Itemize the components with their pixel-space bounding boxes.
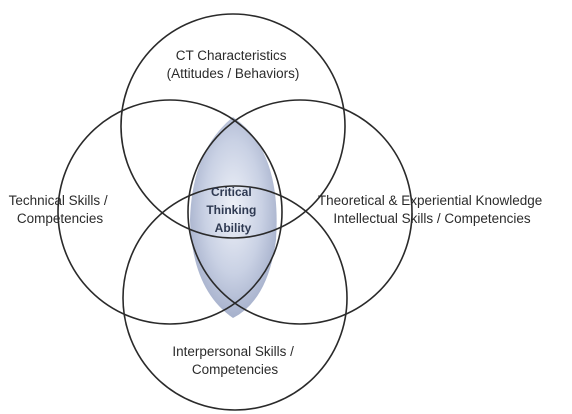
- center-intersection-shading: [190, 117, 277, 318]
- center-label-line-1: Critical: [211, 185, 252, 199]
- circle-bottom: [122, 185, 348, 411]
- center-label-line-2: Thinking: [206, 203, 256, 217]
- bottom-circle-label-line-2: Competencies: [192, 362, 279, 377]
- bottom-circle-label: Interpersonal Skills / Competencies: [172, 344, 297, 377]
- left-circle-label: Technical Skills / Competencies: [9, 193, 112, 226]
- right-circle-label-line-1: Theoretical & Experiential Knowledge: [318, 193, 542, 208]
- right-circle-label-line-2: Intellectual Skills / Competencies: [333, 211, 531, 226]
- center-label: Critical Thinking Ability: [206, 185, 259, 235]
- right-circle-label: Theoretical & Experiential Knowledge Int…: [318, 193, 546, 226]
- left-circle-label-line-2: Competencies: [17, 211, 104, 226]
- left-circle-label-line-1: Technical Skills /: [9, 193, 108, 208]
- top-circle-label-line-1: CT Characteristics: [176, 48, 287, 63]
- top-circle-label: CT Characteristics (Attitudes / Behavior…: [167, 48, 300, 81]
- bottom-circle-label-line-1: Interpersonal Skills /: [172, 344, 294, 359]
- top-circle-label-line-2: (Attitudes / Behaviors): [167, 66, 300, 81]
- circle-left: [57, 99, 283, 325]
- circle-right: [187, 99, 413, 325]
- circle-top: [120, 13, 346, 239]
- center-label-line-3: Ability: [215, 221, 252, 235]
